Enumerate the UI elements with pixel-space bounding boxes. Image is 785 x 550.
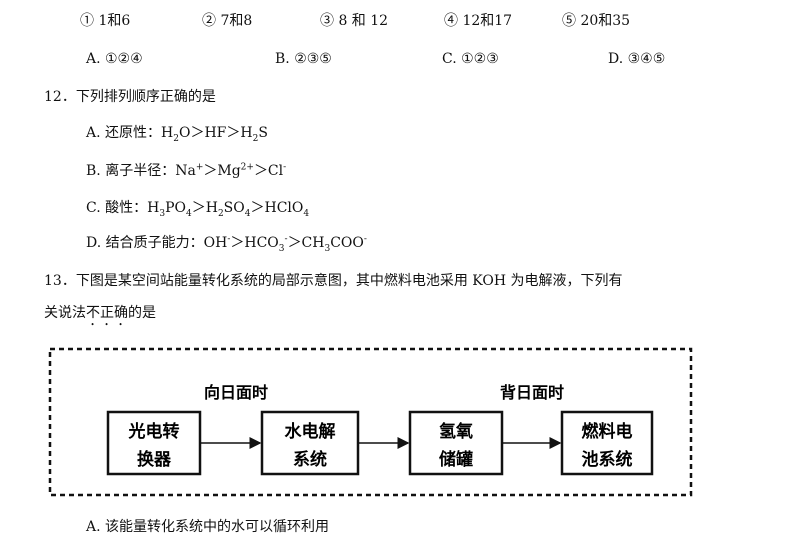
q11-option-c: C. ①②③	[442, 51, 499, 67]
q11-item-5: ⑤ 20和35	[562, 13, 631, 29]
dashed-border	[48, 347, 693, 497]
formula-text: O	[178, 125, 191, 141]
formula-text: SO	[223, 200, 245, 216]
subscript: 3	[278, 243, 285, 254]
q13-stem-line2: 关说法不正确的是	[44, 304, 156, 329]
superscript: 2+	[240, 162, 254, 173]
subscript: 4	[303, 208, 310, 219]
superscript: -	[227, 234, 231, 245]
subscript: 3	[324, 243, 331, 254]
q12-option-d-prefix: D. 结合质子能力：	[86, 235, 204, 251]
formula-text: ＞CH	[287, 235, 325, 251]
superscript: -	[283, 162, 287, 173]
box-3-line2: 储罐	[439, 449, 473, 470]
q11-option-b: B. ②③⑤	[275, 51, 332, 67]
formula-text: H	[161, 125, 174, 141]
box-3-line1: 氢氧	[439, 421, 473, 442]
q13-stem-emphasis: 不正确	[86, 305, 128, 321]
formula-text: H	[147, 200, 160, 216]
q12-option-c-prefix: C. 酸性：	[86, 200, 148, 216]
subscript: 4	[185, 208, 192, 219]
q12-stem: 12．下列排列顺序正确的是	[44, 89, 216, 105]
formula-text: ＞HCO	[230, 235, 279, 251]
subscript: 3	[159, 208, 166, 219]
q13-option-a: A. 该能量转化系统中的水可以循环利用	[86, 519, 330, 535]
q11-item-2: ② 7和8	[202, 13, 253, 29]
q12-option-b-prefix: B. 离子半径：	[86, 163, 176, 179]
box-2-line1: 水电解	[285, 421, 336, 442]
q12-option-d: D. 结合质子能力：OH-＞HCO3-＞CH3COO-	[86, 234, 367, 254]
box-4-line1: 燃料电	[582, 421, 633, 442]
subscript: 4	[244, 208, 251, 219]
q11-option-d: D. ③④⑤	[608, 51, 666, 67]
q11-item-3: ③ 8 和 12	[320, 13, 389, 29]
superscript: -	[363, 234, 367, 245]
box-2-line2: 系统	[293, 449, 327, 470]
box-1-line2: 换器	[137, 449, 172, 470]
q12-option-b: B. 离子半径：Na+＞Mg2+＞Cl-	[86, 162, 286, 180]
q12-option-a-prefix: A. 还原性：	[86, 125, 162, 141]
q11-item-1: ① 1和6	[80, 13, 131, 29]
formula-text: PO	[165, 200, 186, 216]
q12-option-a: A. 还原性：H2O＞HF＞H2S	[86, 124, 268, 144]
label-night: 背日面时	[500, 383, 564, 402]
subscript: 2	[173, 133, 179, 144]
energy-conversion-diagram: 向日面时 背日面时 光电转 换器 水电解 系统 氢氧 储罐 燃料电 池系统	[48, 347, 693, 497]
formula-text: ＞Cl	[253, 163, 284, 179]
q11-option-a: A. ①②④	[86, 51, 143, 67]
superscript: -	[284, 234, 288, 245]
formula-text: S	[258, 125, 268, 141]
formula-text: ＞H	[191, 200, 218, 216]
formula-text: COO	[330, 235, 364, 251]
formula-text: Na	[175, 163, 196, 179]
formula-text: ＞HClO	[250, 200, 304, 216]
formula-text: ＞HF＞H	[190, 125, 253, 141]
q11-item-4: ④ 12和17	[444, 13, 513, 29]
subscript: 2	[217, 208, 224, 219]
box-4-line2: 池系统	[582, 449, 633, 470]
label-day: 向日面时	[204, 383, 268, 402]
q13-stem-text: 的是	[128, 305, 156, 321]
formula-text: ＞Mg	[203, 163, 241, 179]
box-1-line1: 光电转	[128, 421, 180, 442]
q13-stem-line1: 13．下图是某空间站能量转化系统的局部示意图，其中燃料电池采用 KOH 为电解液…	[44, 273, 623, 289]
q13-stem-text: 关说法	[44, 305, 86, 321]
box-fuel-cell-system	[560, 410, 654, 476]
formula-text: OH	[203, 235, 228, 251]
q12-option-c: C. 酸性：H3PO4＞H2SO4＞HClO4	[86, 199, 310, 219]
superscript: +	[195, 162, 204, 173]
subscript: 2	[252, 133, 259, 144]
